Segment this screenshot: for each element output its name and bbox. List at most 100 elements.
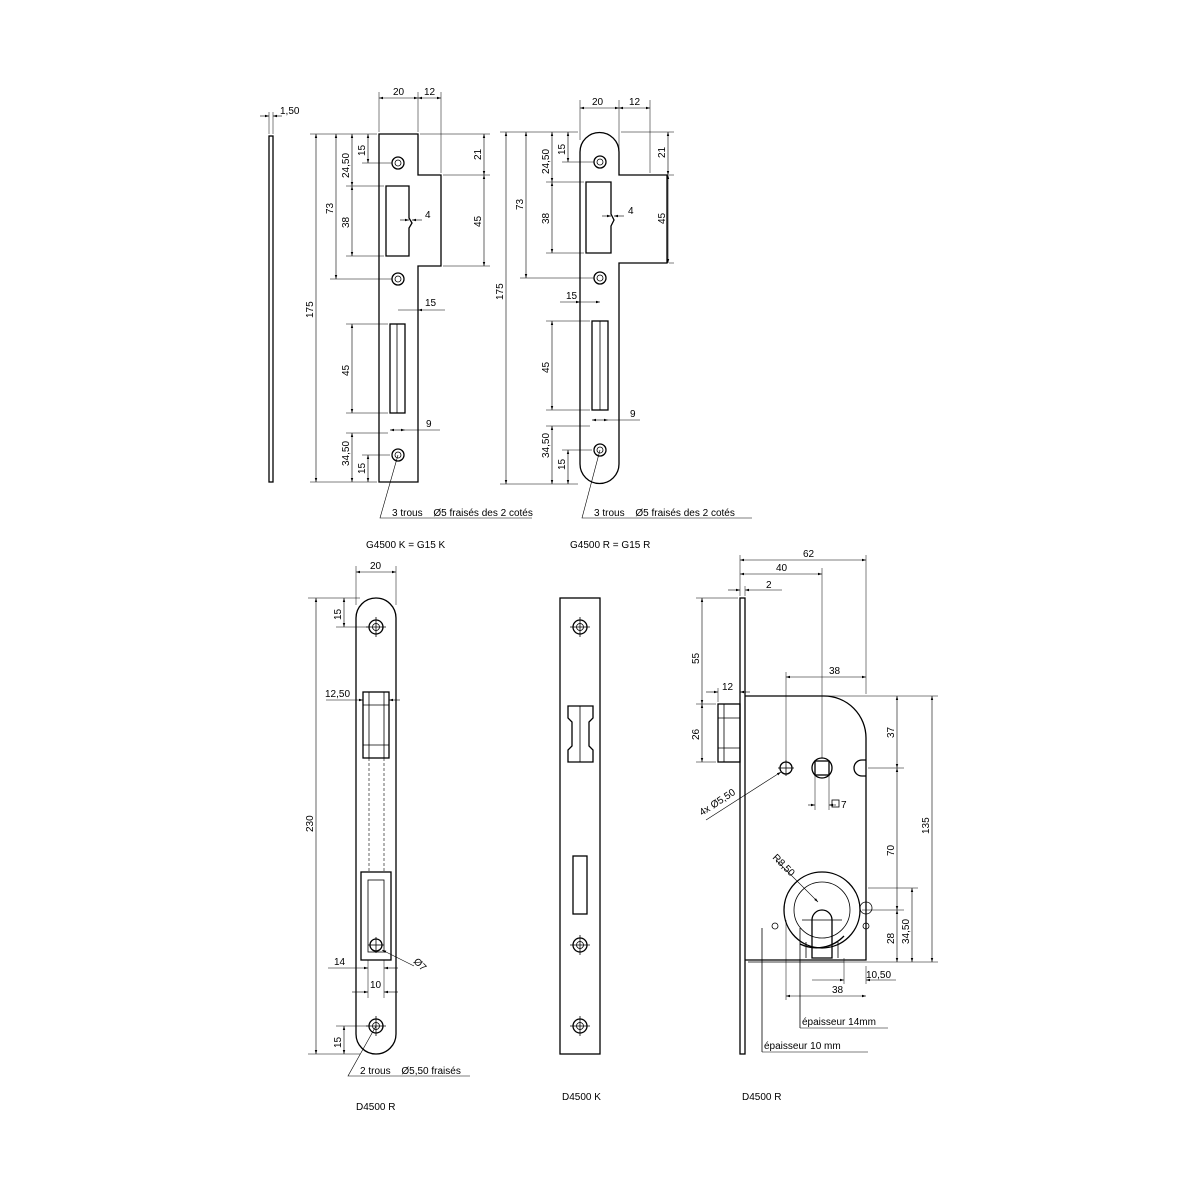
- cylinder-profile: [811, 909, 833, 959]
- strike-plate-g4500k: 1,50 20 12 175 73 24,50: [260, 87, 533, 551]
- dim-total-width: 20: [592, 97, 604, 108]
- faceplate-edge: [739, 597, 746, 1055]
- note-thickness-14: épaisseur 14mm: [802, 1017, 876, 1028]
- hole: [570, 617, 590, 637]
- plate-thickness-view: [268, 135, 274, 483]
- hole: [391, 272, 405, 286]
- dim-height: 230: [305, 815, 316, 832]
- dim-upper-zone: 73: [515, 198, 526, 210]
- dim-case-height: 135: [921, 817, 932, 834]
- caption-d4500r-side: D4500 R: [742, 1092, 781, 1103]
- dim-total-height: 175: [305, 301, 316, 318]
- faceplate-d4500k: D4500 K: [559, 597, 601, 1103]
- dim-upper-zone: 73: [325, 202, 336, 214]
- bolt-window: [572, 855, 588, 915]
- dim-tab-top: 21: [473, 148, 484, 160]
- tab-slot: [853, 759, 866, 777]
- dim-top-hole: 24,50: [341, 153, 352, 178]
- dim-hole-offset: 15: [425, 298, 437, 309]
- latch-window: [362, 691, 390, 759]
- caption-g4500k: G4500 K = G15 K: [366, 540, 446, 551]
- svg-text:7: 7: [841, 800, 847, 811]
- dim-bolt-width: 10: [370, 980, 382, 991]
- dim-notch: 4: [628, 206, 634, 217]
- dim-hole-edge-top: 15: [357, 144, 368, 156]
- hole: [570, 1016, 590, 1036]
- dim-bolt-dia: Ø7: [411, 956, 429, 974]
- dim-latch-top: 55: [691, 652, 702, 664]
- dim-bottom-hole: 15: [333, 1036, 344, 1048]
- dim-hole-edge-bottom: 15: [557, 458, 568, 470]
- dim-thickness: 1,50: [280, 106, 300, 117]
- hole: [593, 155, 607, 169]
- hole: [593, 271, 607, 285]
- dim-total-width: 20: [393, 87, 405, 98]
- dim-mount-holes: 4x Ø5,50: [698, 787, 738, 819]
- dim-tab-width: 12: [629, 97, 641, 108]
- dim-faceplate: 2: [766, 580, 772, 591]
- note-holes: 2 trous Ø5,50 fraisés: [360, 1066, 461, 1077]
- dim-total-height: 175: [495, 283, 506, 300]
- bolt-window: [360, 871, 392, 961]
- latch-window: [567, 705, 594, 763]
- hole: [391, 156, 405, 170]
- bolt-slot: [389, 323, 406, 414]
- dim-latch: 12,50: [325, 689, 350, 700]
- dim-width: 20: [370, 561, 382, 572]
- caption-g4500r: G4500 R = G15 R: [570, 540, 650, 551]
- mount-hole: [778, 760, 794, 776]
- note-thickness-10: épaisseur 10 mm: [764, 1041, 841, 1052]
- dim-top-hole: 15: [333, 608, 344, 620]
- strike-plate-outline: [579, 131, 668, 485]
- strike-window: [385, 185, 413, 257]
- dim-bottom-hole: 34,50: [341, 441, 352, 466]
- dim-spindle-from-top: 37: [886, 726, 897, 738]
- caption-d4500r-front: D4500 R: [356, 1102, 395, 1113]
- hole: [570, 935, 590, 955]
- dim-cyl-height: 28: [886, 932, 897, 944]
- dim-bolt-offset: 14: [334, 957, 346, 968]
- note-holes: 3 trous Ø5 fraisés des 2 cotés: [594, 508, 735, 519]
- dim-window: 38: [541, 212, 552, 224]
- dim-window: 38: [341, 216, 352, 228]
- dim-rose-radius: R8,50: [770, 852, 797, 879]
- dim-tab-height: 45: [657, 212, 668, 224]
- dim-centre-distance: 70: [886, 844, 897, 856]
- strike-plate-g4500r: 20 12 175 73 24,50 15 38 4 21 45 15: [495, 97, 752, 551]
- faceplate-outline: [559, 597, 601, 1055]
- dim-hole-offset: 15: [566, 291, 578, 302]
- lock-case: [745, 695, 867, 961]
- dim-overall: 62: [803, 549, 815, 560]
- dim-hole-edge-bottom: 15: [357, 462, 368, 474]
- dim-top-hole: 24,50: [541, 149, 552, 174]
- lock-body-d4500r: 62 40 2 55 26 12 38 37 135 70 34,50 28: [691, 549, 938, 1103]
- caption-d4500k: D4500 K: [562, 1092, 601, 1103]
- dim-bottom-width: 38: [832, 985, 844, 996]
- latch-bolt: [717, 703, 741, 763]
- strike-plate-outline: [378, 133, 442, 483]
- dim-latch-depth: 12: [722, 682, 734, 693]
- dim-cyl-width: 10,50: [866, 970, 891, 981]
- dim-spindle: 7: [831, 799, 847, 811]
- dim-bolt-slot: 45: [541, 361, 552, 373]
- bolt-hole: [368, 937, 384, 953]
- dim-slot-width: 9: [426, 419, 432, 430]
- hole: [391, 448, 405, 462]
- dim-slot-width: 9: [630, 409, 636, 420]
- dim-hole-edge-top: 15: [557, 143, 568, 155]
- hole: [366, 617, 386, 637]
- dim-bolt-slot: 45: [341, 364, 352, 376]
- dim-tab-height: 45: [473, 215, 484, 227]
- dim-bottom-hole: 34,50: [541, 433, 552, 458]
- dim-case-width: 38: [829, 666, 841, 677]
- dim-tab-width: 12: [424, 87, 436, 98]
- dim-backset: 40: [776, 563, 788, 574]
- dim-cyl-offset: 34,50: [901, 919, 912, 944]
- dim-notch: 4: [425, 210, 431, 221]
- note-holes: 3 trous Ø5 fraisés des 2 cotés: [392, 508, 533, 519]
- dim-tab-top: 21: [657, 146, 668, 158]
- strike-window: [585, 181, 615, 254]
- faceplate-d4500r: 20 230 15 12,50 14 Ø7 10 15 2 trous Ø5,5…: [305, 561, 470, 1113]
- dim-latch-height: 26: [691, 728, 702, 740]
